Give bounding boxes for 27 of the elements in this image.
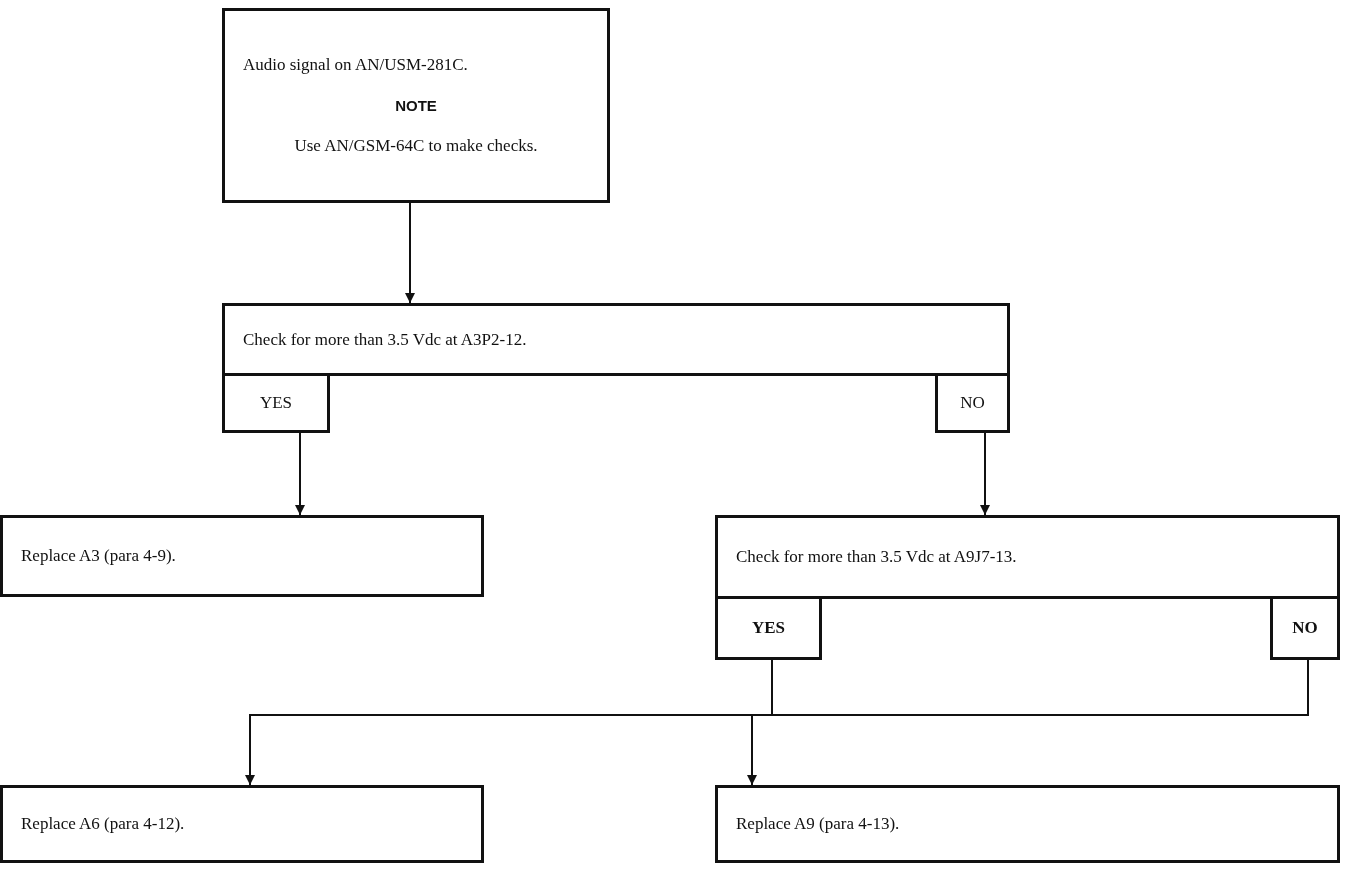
arrow — [980, 432, 990, 516]
box-text: Replace A6 (para 4-12). — [21, 814, 186, 834]
process-box — [222, 303, 1010, 376]
arrow — [245, 659, 773, 786]
process-box — [715, 785, 1340, 863]
process-box — [0, 785, 484, 863]
note-heading: NOTE — [394, 97, 438, 114]
arrow — [747, 659, 1309, 786]
process-box — [1270, 596, 1340, 660]
box-text: NO — [1291, 618, 1319, 638]
box-text: Replace A9 (para 4-13). — [736, 814, 901, 834]
process-box — [715, 596, 822, 660]
box-text: Replace A3 (para 4-9). — [21, 546, 177, 566]
box-text: YES — [258, 393, 294, 413]
box-text: NO — [959, 393, 986, 413]
arrow — [295, 432, 305, 516]
box-text: Check for more than 3.5 Vdc at A9J7-13. — [736, 547, 1018, 567]
process-box — [0, 515, 484, 597]
box-text: Check for more than 3.5 Vdc at A3P2-12. — [243, 329, 528, 350]
box-text: Use AN/GSM-64C to make checks. — [293, 136, 539, 156]
process-box — [222, 8, 610, 203]
arrow — [405, 202, 415, 304]
process-box — [935, 373, 1010, 433]
process-box — [715, 515, 1340, 599]
process-box — [222, 373, 330, 433]
box-text: YES — [750, 618, 787, 638]
box-text: Audio signal on AN/USM-281C. — [243, 55, 469, 75]
